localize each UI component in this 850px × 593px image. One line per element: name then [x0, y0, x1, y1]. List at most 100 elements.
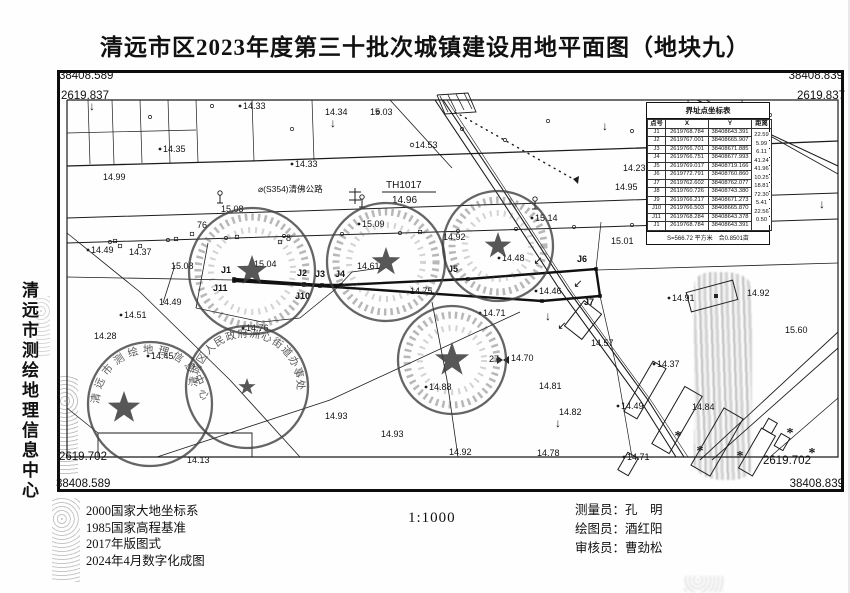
spot-height-value: 14.75: [410, 286, 433, 296]
map-line: [446, 99, 689, 458]
distance-value: 22.59: [752, 132, 771, 140]
survey-point-circle: [166, 238, 170, 242]
survey-point-circle: [514, 227, 518, 231]
building-footprint: [761, 417, 779, 435]
post-square: [137, 243, 143, 249]
corner-coordinate: 2619.702: [763, 455, 811, 467]
spot-height-value: 14.28: [94, 331, 117, 341]
down-arrow-icon: ↓: [819, 197, 825, 211]
spot-height-value: 14.76: [246, 323, 269, 333]
building-footprint: [617, 451, 639, 477]
table-cell: J6: [647, 170, 666, 180]
map-outer-frame: [57, 70, 844, 492]
spot-height-dot: [622, 455, 626, 459]
down-arrow-icon: ↓: [602, 119, 608, 133]
spot-height-value: 14.61: [357, 261, 380, 271]
map-line: [442, 99, 685, 458]
table-cell: 2619766.503: [665, 204, 709, 214]
post-square: [112, 238, 118, 244]
official-seal-ring: [396, 304, 508, 416]
distance-value: 6.11: [752, 149, 771, 157]
survey-point-circle: [210, 104, 214, 108]
filled-square: [714, 294, 718, 298]
distance-value: 10.25: [752, 174, 771, 182]
survey-point-circle: [376, 110, 380, 114]
southwest-arrow-icon: ↙: [557, 320, 566, 332]
spot-height-value: 14.49: [159, 297, 182, 307]
survey-point-circle: [630, 223, 634, 227]
illegible-seal-text: [448, 196, 548, 296]
map-label: 76: [197, 220, 207, 230]
table-cell: 38408643.378: [708, 212, 752, 222]
table-cell: 2619767.001: [665, 136, 709, 146]
scale-label: 1:1000: [408, 510, 456, 526]
scan-edge-line: [848, 0, 850, 593]
table-cell: J1: [647, 127, 666, 137]
table-cell: 38408762.077: [708, 178, 752, 188]
table-cell: 2619766.751: [665, 153, 709, 163]
spot-height-value: 14.34: [325, 107, 348, 117]
tree-icon: *: [675, 429, 682, 444]
map-line: [87, 99, 91, 165]
spot-height-dot: [667, 296, 671, 300]
tree-icon: *: [809, 446, 816, 461]
spot-height-dot: [497, 256, 501, 260]
table-cell: 38408743.380: [708, 187, 752, 197]
down-arrow-icon: ↓: [545, 309, 551, 323]
map-line: [711, 347, 839, 461]
seal-star-icon: [484, 232, 512, 258]
spot-height-value: 14.93: [325, 411, 348, 421]
spot-height-value: 14.33: [295, 159, 318, 169]
spot-height-value: 14.49: [91, 245, 114, 255]
distance-value: 5.41: [752, 200, 771, 208]
table-cell: 2619772.791: [665, 170, 709, 180]
power-line: [454, 111, 576, 181]
distance-value: 41.24: [752, 157, 771, 165]
note-line: 2000国家大地坐标系: [86, 504, 199, 518]
distance-value: 41.96: [752, 166, 771, 174]
map-label: 8: [286, 233, 291, 243]
survey-point-circle: [546, 119, 550, 123]
map-line: [66, 232, 301, 458]
benchmark-name: TH1017: [386, 180, 422, 191]
boundary-point: [318, 284, 322, 288]
illegible-seal-text: [403, 311, 501, 409]
survey-point-circle: [630, 129, 634, 133]
table-cell: 38408677.993: [708, 153, 752, 163]
table-cell: 38408665.907: [708, 136, 752, 146]
post-square: [173, 236, 179, 242]
boundary-point-label: J11: [213, 283, 228, 293]
building-footprint: [690, 407, 744, 477]
illegible-seal-text: [194, 213, 310, 329]
distance-value: 5.99: [752, 140, 771, 148]
spot-height-value: 14.46: [539, 286, 562, 296]
note-line: 2017年版图式: [86, 537, 162, 551]
spot-height-dot: [616, 404, 620, 408]
spot-height-value: 14.13: [187, 455, 210, 465]
map-line: [195, 99, 199, 163]
down-arrow-icon: ↓: [330, 116, 336, 130]
distance-value: 18.81: [752, 183, 771, 191]
table-cell: J4: [647, 153, 666, 163]
spot-height-value: 14.23: [623, 163, 646, 173]
table-header-cell: Y: [708, 119, 752, 129]
spot-height-value: 15.08: [221, 204, 244, 214]
lamp-icon: [532, 196, 538, 202]
table-cell: 38408719.166: [708, 161, 752, 171]
spot-height-value: 14.49: [621, 401, 644, 411]
official-seal-ring: [86, 340, 214, 468]
survey-point-circle: [456, 229, 460, 233]
distance-value: 0.50: [752, 217, 771, 225]
lamp-icon: [359, 194, 365, 200]
down-arrow-icon: ↓: [555, 416, 561, 430]
map-line: [66, 129, 197, 134]
diagonal-road: [434, 99, 677, 458]
table-cell: 38408643.391: [708, 127, 752, 137]
spot-height-value: 14.82: [559, 407, 582, 417]
table-cell: 2619769.017: [665, 161, 709, 171]
credit-line: 测量员：孔 明: [575, 503, 663, 517]
corner-coordinate: 2619.837: [61, 90, 109, 102]
